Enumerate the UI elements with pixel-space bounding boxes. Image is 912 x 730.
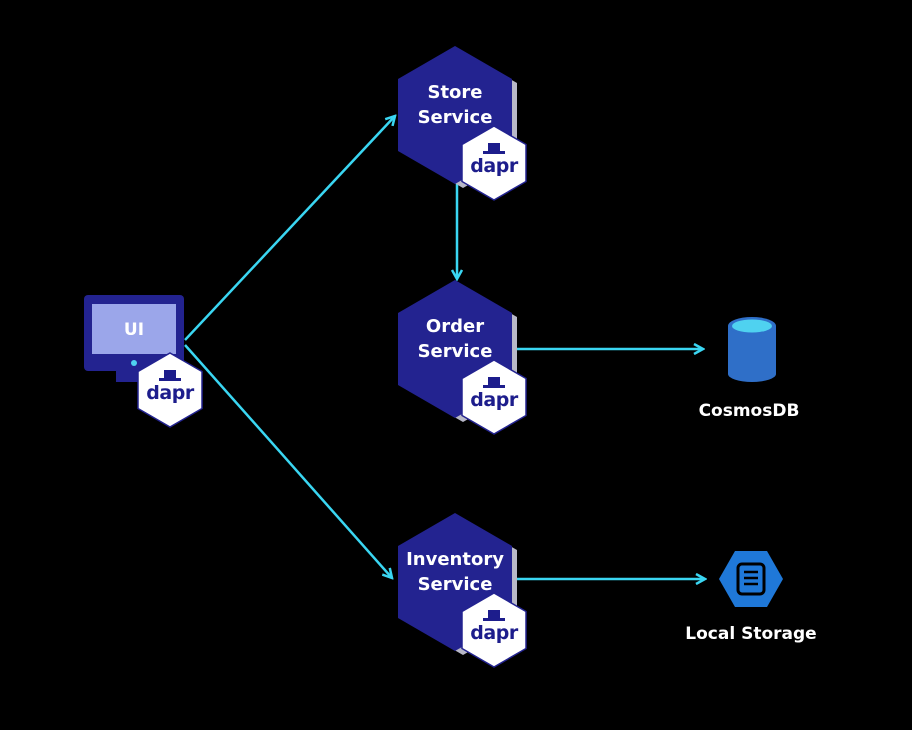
ui-dapr-badge: dapr bbox=[137, 352, 203, 428]
order-service-node: Order Service dapr bbox=[398, 280, 527, 435]
arrow-ui-to-store bbox=[184, 116, 395, 341]
dapr-logo-text: dapr bbox=[470, 622, 519, 644]
database-icon bbox=[728, 317, 776, 382]
order-service-label-line1: Order bbox=[426, 316, 484, 337]
local-storage-label: Local Storage bbox=[685, 624, 816, 644]
store-service-label-line2: Service bbox=[418, 107, 493, 128]
monitor-power-dot bbox=[131, 360, 137, 366]
dapr-logo-text: dapr bbox=[470, 389, 519, 411]
store-dapr-badge: dapr bbox=[461, 125, 527, 201]
dapr-hat-icon bbox=[488, 143, 500, 151]
dapr-hat-icon bbox=[164, 370, 176, 378]
monitor-screen bbox=[92, 304, 176, 354]
store-service-label-line1: Store bbox=[427, 82, 482, 103]
local-storage-resource: Local Storage bbox=[685, 551, 817, 644]
ui-monitor: UI dapr bbox=[84, 295, 203, 428]
inventory-service-label-line2: Service bbox=[418, 574, 493, 595]
arrow-ui-to-inventory bbox=[184, 344, 392, 578]
cosmosdb-label: CosmosDB bbox=[699, 401, 800, 421]
storage-file-icon bbox=[719, 551, 783, 607]
store-service-node: Store Service dapr bbox=[398, 46, 527, 201]
dapr-hat-icon bbox=[488, 377, 500, 385]
inventory-dapr-badge: dapr bbox=[461, 592, 527, 668]
dapr-logo-text: dapr bbox=[146, 382, 195, 404]
order-service-label-line2: Service bbox=[418, 341, 493, 362]
ui-label: UI bbox=[124, 320, 144, 340]
inventory-service-node: Inventory Service dapr bbox=[398, 513, 527, 668]
connection-arrows bbox=[184, 116, 705, 579]
order-dapr-badge: dapr bbox=[461, 359, 527, 435]
inventory-service-label-line1: Inventory bbox=[406, 549, 504, 570]
dapr-hat-icon bbox=[488, 610, 500, 618]
cosmosdb-resource: CosmosDB bbox=[699, 317, 800, 421]
dapr-logo-text: dapr bbox=[470, 155, 519, 177]
